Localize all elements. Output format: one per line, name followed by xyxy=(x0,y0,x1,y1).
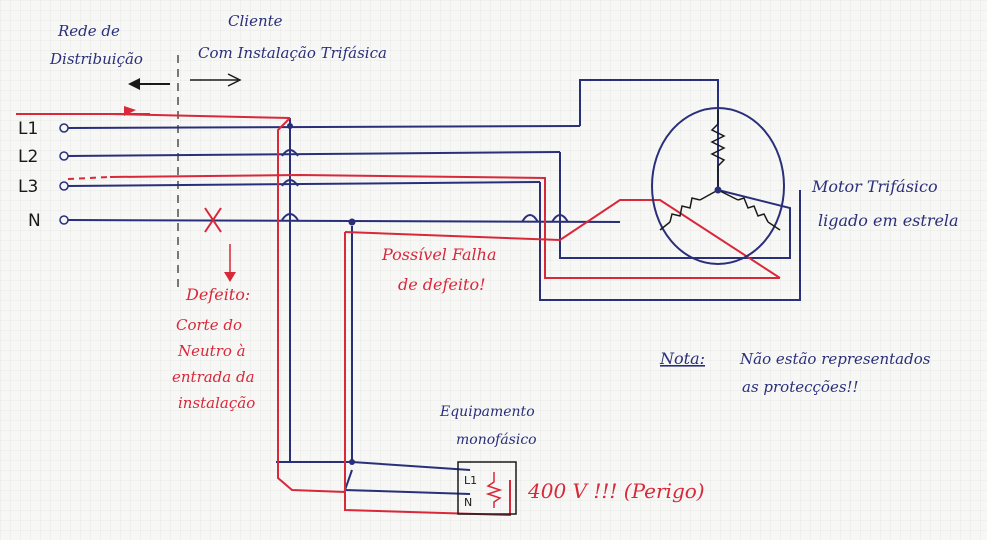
terminal-l1: L1 xyxy=(18,119,38,139)
star-point xyxy=(714,186,722,194)
defeito-label-2: Corte do xyxy=(176,316,242,334)
equip-label-1: Equipamento xyxy=(439,404,535,420)
rede-arrow xyxy=(128,78,170,90)
perigo-label: 400 V !!! (Perigo) xyxy=(527,479,705,503)
cliente-label-2: Com Instalação Trifásica xyxy=(198,44,387,62)
defeito-label-3: Neutro à xyxy=(177,342,246,360)
terminal-l2: L2 xyxy=(18,147,38,167)
defeito-label-4: entrada da xyxy=(172,368,255,386)
terminal-n: N xyxy=(28,211,41,231)
motor-circle xyxy=(651,107,785,265)
nota-label: Nota: xyxy=(659,349,705,368)
cliente-label-1: Cliente xyxy=(228,12,283,30)
rede-label-1: Rede de xyxy=(57,22,120,40)
equip-label-2: monofásico xyxy=(456,432,537,448)
motor-label-2: ligado em estrela xyxy=(818,211,959,230)
crossing-hops xyxy=(281,149,569,223)
fault-arrow xyxy=(224,244,236,282)
cliente-arrow xyxy=(190,73,242,87)
defeito-label-1: Defeito: xyxy=(185,285,250,304)
motor-label-1: Motor Trifásico xyxy=(811,177,938,196)
junction-dots xyxy=(287,123,356,465)
defeito-label-5: instalação xyxy=(178,394,255,412)
rede-label-2: Distribuição xyxy=(49,50,143,68)
equip-pin-n: N xyxy=(464,496,472,509)
equipment-load-icon xyxy=(485,472,503,508)
fault-x-icon xyxy=(204,207,222,233)
red-arrow xyxy=(124,106,136,116)
equip-pin-l1: L1 xyxy=(464,474,477,487)
nota-text-2: as protecções!! xyxy=(742,378,859,396)
nota-text-1: Não estão representados xyxy=(739,350,931,368)
red-fault-path xyxy=(109,117,781,517)
terminal-l3: L3 xyxy=(18,177,38,197)
falha-label-2: de defeito! xyxy=(398,275,486,294)
falha-label-1: Possível Falha xyxy=(381,245,497,264)
equipment-box xyxy=(457,461,517,515)
